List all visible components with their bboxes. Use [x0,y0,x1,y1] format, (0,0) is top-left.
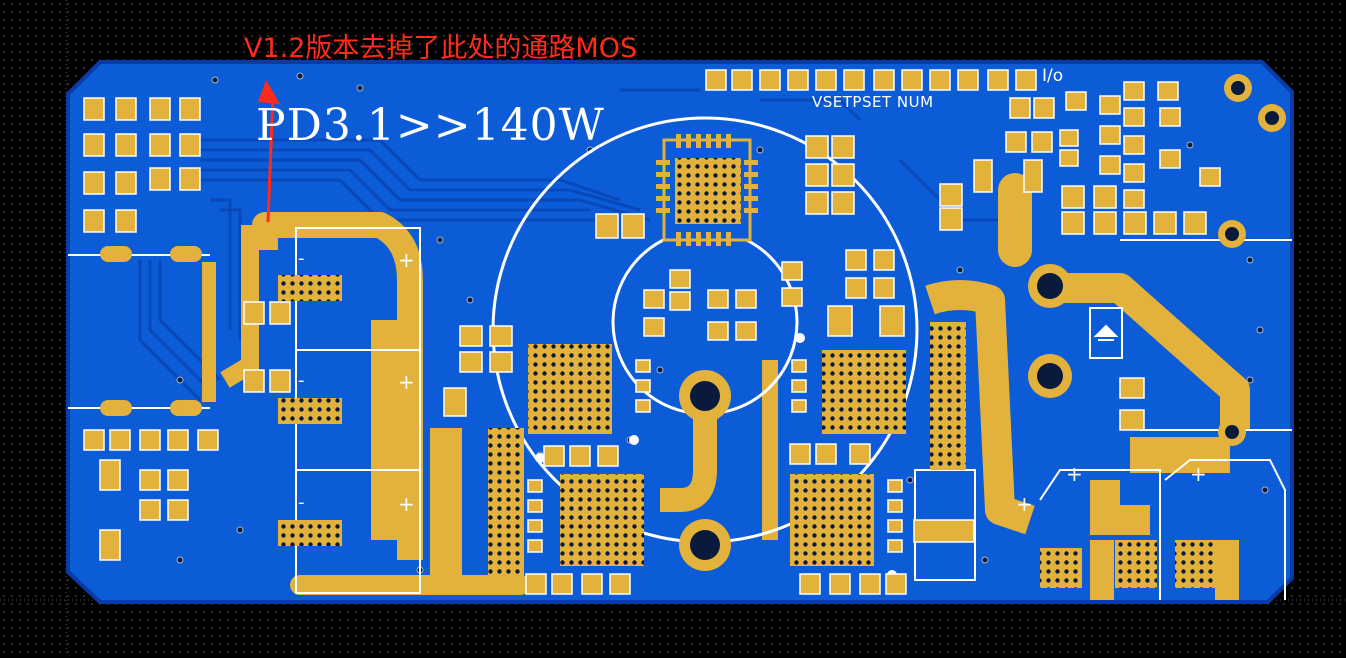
polarity-minus-1: - [298,248,305,269]
annotation-note: V1.2版本去掉了此处的通路MOS [244,33,638,64]
header-pins [705,69,1037,91]
through-holes [679,74,1286,571]
polarity-plus-3: + [398,492,415,516]
silkscreen-outlines [68,227,1292,600]
mosfet-pads [278,275,1239,600]
annotation-arrow [258,80,280,223]
polarity-minus-2: - [298,370,305,391]
smd-pads [83,81,1221,595]
polarity-plus-1: + [398,248,415,272]
silkscreen-title: PD3.1>>140W [256,100,605,151]
usb-connector-pins [100,246,216,416]
center-trace-a [660,395,717,512]
polarity-plus-cap-3: + [1190,462,1207,486]
controller-ic [656,134,758,246]
silkscreen-io-label: I/o [1042,66,1064,86]
power-trace-right [925,280,1035,535]
power-trace-left-branch [220,225,259,388]
polarity-plus-2: + [398,370,415,394]
output-trace [1050,273,1250,430]
output-leg [1090,480,1150,535]
polarity-plus-cap-1: + [1016,492,1033,516]
polarity-minus-3: - [298,492,305,513]
polarity-plus-cap-2: + [1066,462,1083,486]
power-trace-left [252,212,423,560]
silkscreen-header-labels: VSETPSET NUM [812,93,934,111]
